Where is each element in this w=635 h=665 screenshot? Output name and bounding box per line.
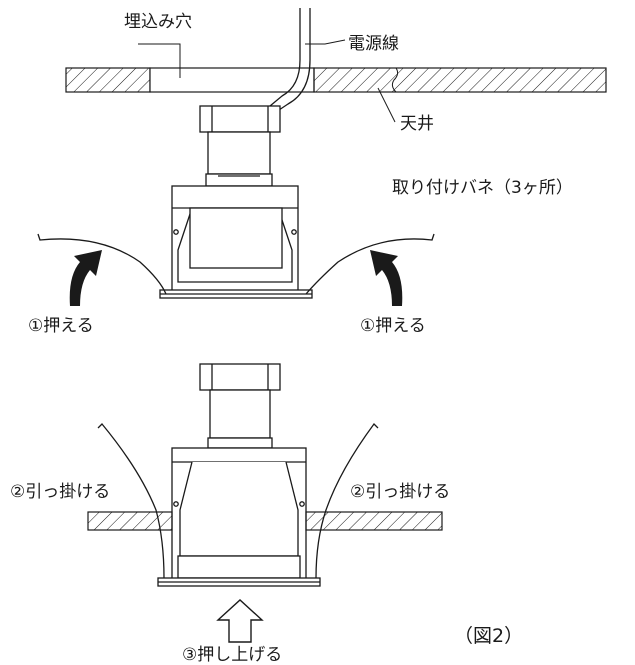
step3-label: ③押し上げる: [182, 645, 283, 665]
step2-right-label: ②引っ掛ける: [350, 482, 451, 502]
push-up-arrow: [216, 599, 264, 643]
hole-label: 埋込み穴: [124, 12, 192, 32]
press-arrow-left: [69, 250, 102, 306]
springs-top: [37, 233, 435, 295]
figure-label: （図2）: [454, 625, 524, 647]
ceiling-board-top: [65, 67, 607, 93]
power-cable: [269, 8, 311, 113]
ceiling-board-bottom: [87, 511, 443, 531]
step1-right-label: ①押える: [360, 316, 426, 336]
ceiling-label: 天井: [400, 114, 434, 134]
spring-label: 取り付けバネ（3ヶ所）: [392, 178, 573, 198]
power-cable-label: 電源線: [348, 34, 399, 54]
leader-lines: [138, 39, 396, 123]
light-fixture-top: [159, 105, 313, 299]
press-arrow-right: [370, 250, 403, 306]
light-fixture-bottom: [157, 363, 321, 587]
step1-left-label: ①押える: [28, 316, 94, 336]
springs-bottom: [97, 423, 379, 579]
step2-left-label: ②引っ掛ける: [10, 482, 111, 502]
